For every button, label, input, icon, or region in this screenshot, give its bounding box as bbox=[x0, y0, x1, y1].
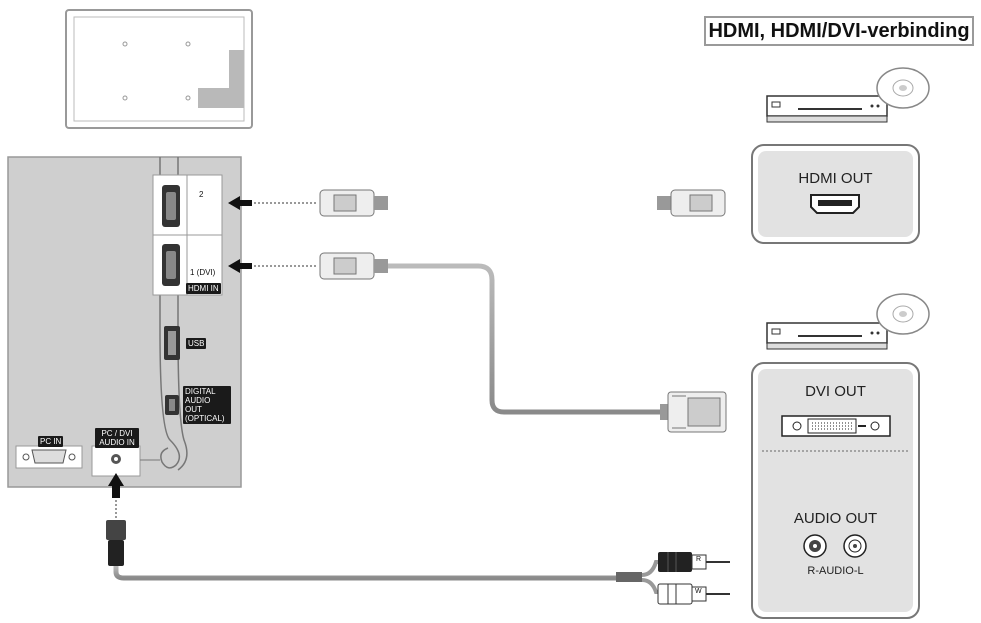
audio-in-arrow bbox=[108, 473, 124, 522]
disc-icon-top bbox=[876, 67, 930, 109]
pc-dvi-audio-in-label: PC / DVI AUDIO IN bbox=[95, 428, 139, 448]
hdmi-in-label: HDMI IN bbox=[186, 283, 221, 294]
dvi-out-label: DVI OUT bbox=[805, 383, 866, 400]
hdmi-out-panel bbox=[751, 144, 920, 244]
media-player-icon-bottom bbox=[766, 322, 888, 350]
audio-cable bbox=[106, 520, 730, 605]
hdmi-dvi-cable bbox=[319, 252, 727, 433]
hdmi-cable bbox=[319, 189, 726, 217]
rca-red-letter: R bbox=[696, 556, 702, 563]
hdmi-arrows bbox=[228, 196, 318, 273]
audio-out-label: AUDIO OUT bbox=[793, 510, 878, 527]
audio-channels-label: R-AUDIO-L bbox=[807, 565, 864, 577]
media-player-icon-top bbox=[766, 95, 888, 123]
digital-audio-out-label: DIGITAL AUDIO OUT (OPTICAL) bbox=[183, 386, 231, 424]
dvi-audio-out-panel bbox=[751, 362, 920, 619]
hdmi-port-1-label: 1 (DVI) bbox=[190, 268, 216, 277]
diagram-title: HDMI, HDMI/DVI-verbinding bbox=[704, 16, 974, 46]
pc-in-label: PC IN bbox=[38, 436, 64, 447]
disc-icon-bottom bbox=[876, 293, 930, 335]
tv-front-icon bbox=[65, 9, 253, 129]
hdmi-port-2-label: 2 bbox=[199, 190, 204, 199]
usb-label: USB bbox=[186, 338, 207, 349]
hdmi-out-label: HDMI OUT bbox=[798, 170, 873, 187]
rca-white-letter: W bbox=[695, 588, 702, 595]
